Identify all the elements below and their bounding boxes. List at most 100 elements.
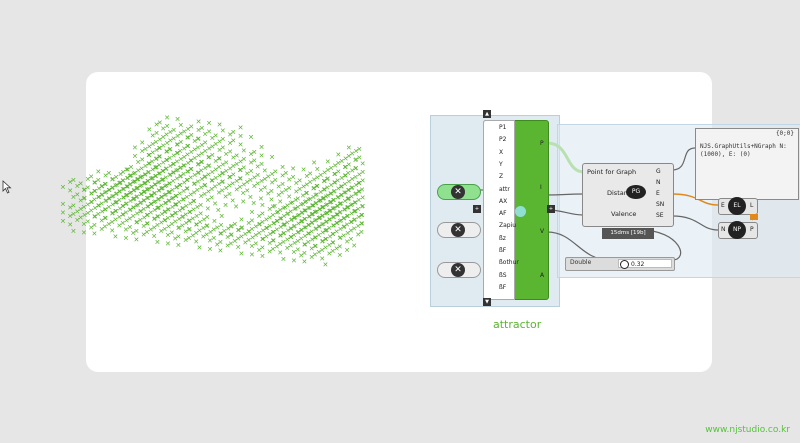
cloud-point: ✕ [81, 220, 87, 228]
attractor-top-knot[interactable]: ▲ [483, 110, 491, 118]
cloud-point: ✕ [184, 177, 190, 185]
attractor-input-port[interactable]: attr [499, 185, 510, 193]
cloud-point: ✕ [124, 175, 130, 183]
cloud-point: ✕ [141, 189, 147, 197]
cloud-point: ✕ [356, 179, 362, 187]
cloud-point: ✕ [148, 226, 154, 234]
cloud-point: ✕ [67, 213, 73, 221]
cloud-point: ✕ [95, 202, 101, 210]
cloud-point: ✕ [346, 187, 352, 195]
cloud-point: ✕ [137, 199, 143, 207]
cloud-point: ✕ [160, 168, 166, 176]
pfg-output-n: N [656, 179, 661, 186]
cloud-point: ✕ [341, 215, 347, 223]
attractor-input-port[interactable]: AX [499, 197, 508, 205]
attractor-input-port[interactable]: ßS [499, 271, 507, 279]
attractor-input-port[interactable]: Z [499, 173, 504, 181]
output-panel[interactable]: {0;0} NJS.GraphUtils+NGraph N: (1000), E… [695, 128, 799, 200]
cloud-point: ✕ [281, 204, 287, 212]
cloud-point: ✕ [117, 179, 123, 187]
cloud-point: ✕ [302, 250, 308, 258]
cloud-point: ✕ [195, 178, 201, 186]
node-point-component[interactable]: N NP P [718, 221, 758, 239]
cloud-point: ✕ [330, 197, 336, 205]
cloud-point: ✕ [145, 178, 151, 186]
boolean-toggle-1[interactable]: ✕ [437, 184, 481, 200]
cloud-point: ✕ [174, 175, 180, 183]
edge-line-component[interactable]: E EL L [718, 197, 758, 215]
boolean-toggle-3[interactable]: ✕ [437, 262, 481, 278]
attractor-left-knot[interactable]: + [473, 205, 481, 213]
cloud-point: ✕ [309, 219, 315, 227]
cloud-point: ✕ [330, 222, 336, 230]
cloud-point: ✕ [302, 216, 308, 224]
cloud-point: ✕ [167, 171, 173, 179]
attractor-output-port[interactable]: I [540, 184, 542, 191]
cloud-point: ✕ [117, 205, 123, 213]
cloud-point: ✕ [228, 231, 234, 239]
cloud-point: ✕ [307, 170, 313, 178]
cloud-point: ✕ [220, 127, 226, 135]
cloud-point: ✕ [149, 184, 155, 192]
cloud-point: ✕ [145, 203, 151, 211]
cloud-point: ✕ [106, 204, 112, 212]
attractor-input-port[interactable]: ßz [499, 234, 506, 242]
cloud-point: ✕ [114, 182, 120, 190]
boolean-toggle-2[interactable]: ✕ [437, 222, 481, 238]
attractor-input-port[interactable]: Y [499, 160, 503, 168]
cloud-point: ✕ [139, 148, 145, 156]
cloud-point: ✕ [141, 188, 147, 196]
cloud-point: ✕ [263, 216, 269, 224]
cloud-point: ✕ [88, 224, 94, 232]
attractor-input-port[interactable]: X [499, 148, 504, 156]
cloud-point: ✕ [118, 171, 124, 179]
cloud-point: ✕ [169, 221, 175, 229]
cloud-point: ✕ [177, 164, 183, 172]
attractor-input-port[interactable]: ßothur [499, 259, 519, 267]
cloud-point: ✕ [262, 167, 268, 175]
cloud-point: ✕ [334, 220, 340, 228]
cloud-point: ✕ [293, 180, 299, 188]
attractor-input-port[interactable]: P1 [499, 124, 507, 131]
cloud-point: ✕ [204, 214, 210, 222]
cloud-point: ✕ [143, 179, 149, 187]
cloud-point: ✕ [198, 201, 204, 209]
attractor-input-port[interactable]: AF [499, 210, 507, 218]
attractor-cursor-dot [515, 206, 526, 217]
cloud-point: ✕ [220, 170, 226, 178]
cloud-point: ✕ [116, 222, 122, 230]
number-slider[interactable]: Double 0.32 [565, 257, 675, 271]
cloud-point: ✕ [127, 172, 133, 180]
cloud-point: ✕ [92, 213, 98, 221]
cloud-point: ✕ [281, 255, 287, 263]
attractor-input-port[interactable]: ßF [499, 247, 507, 254]
cloud-point: ✕ [352, 216, 358, 224]
attractor-right-knot[interactable]: + [547, 205, 555, 213]
attractor-input-port[interactable]: Zapiu [499, 222, 517, 230]
attractor-input-port[interactable]: P2 [499, 136, 507, 144]
cloud-point: ✕ [262, 175, 268, 183]
cloud-point: ✕ [291, 214, 297, 222]
cloud-point: ✕ [263, 225, 269, 233]
cloud-point: ✕ [178, 130, 184, 138]
cloud-point: ✕ [280, 163, 286, 171]
close-x-icon: ✕ [451, 185, 465, 199]
cloud-point: ✕ [152, 207, 158, 215]
cloud-point: ✕ [120, 220, 126, 228]
attractor-output-port[interactable]: A [540, 272, 545, 279]
slider-knob[interactable] [620, 260, 629, 269]
cloud-point: ✕ [238, 158, 244, 166]
cloud-point: ✕ [271, 237, 277, 245]
point-for-graph-component[interactable]: Point for Graph Distance Valence G N E S… [582, 163, 674, 227]
attractor-output-port[interactable]: P [540, 140, 544, 147]
attractor-output-port[interactable]: V [540, 228, 545, 235]
cloud-point: ✕ [241, 147, 247, 155]
cloud-point: ✕ [128, 198, 134, 206]
cloud-point: ✕ [352, 208, 358, 216]
cloud-point: ✕ [260, 210, 266, 218]
cloud-point: ✕ [334, 220, 340, 228]
cloud-point: ✕ [120, 211, 126, 219]
attractor-input-port[interactable]: ßF [499, 283, 507, 291]
attractor-bottom-knot[interactable]: ▼ [483, 298, 491, 306]
cloud-point: ✕ [320, 195, 326, 203]
